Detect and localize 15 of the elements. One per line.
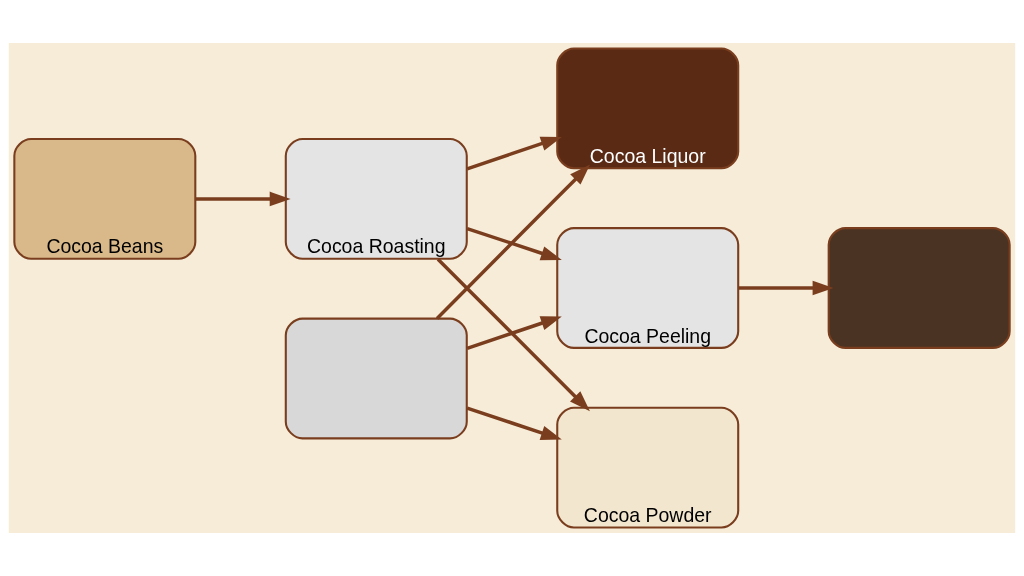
node-box (284, 317, 468, 440)
arrow (738, 280, 834, 296)
node-box: Cocoa Beans (13, 138, 197, 260)
arrow (466, 406, 562, 440)
arrow (195, 191, 291, 207)
arrow (466, 226, 562, 261)
arrow (466, 136, 562, 171)
node-box (827, 227, 1011, 349)
node-box: Cocoa Liquor (556, 47, 740, 170)
arrow (466, 316, 562, 350)
node-box: Cocoa Powder (556, 406, 740, 529)
arrow (435, 164, 591, 320)
node-box: Cocoa Peeling (556, 227, 740, 349)
node-box: Cocoa Roasting (284, 138, 468, 260)
arrow (436, 257, 590, 412)
